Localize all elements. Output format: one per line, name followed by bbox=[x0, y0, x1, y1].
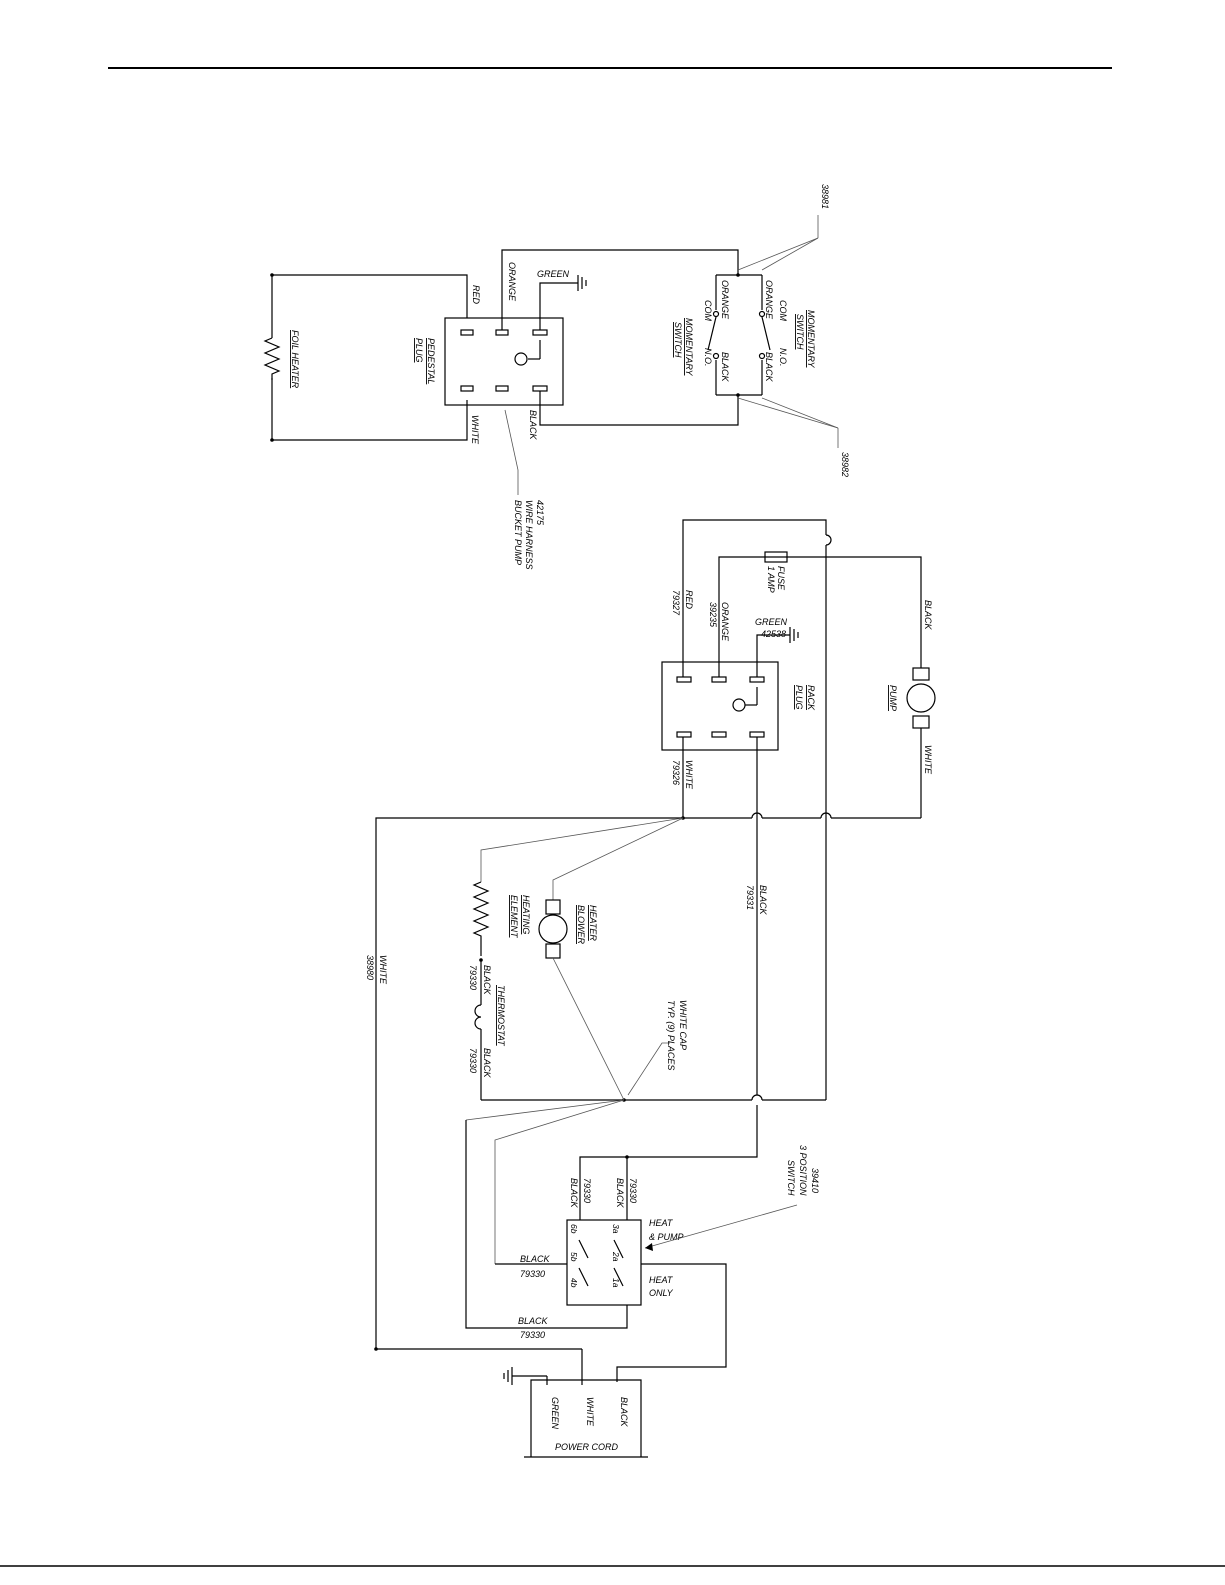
pump-motor-icon bbox=[906, 683, 936, 713]
term-2a: 2a bbox=[611, 1251, 621, 1262]
sw1-com-label: COM bbox=[703, 300, 713, 322]
sw1-title-1: MOMENTARY bbox=[684, 318, 694, 376]
ground-green-label: GREEN bbox=[537, 269, 570, 279]
pedestal-circuit: FOIL HEATER PEDESTAL PLUG RED ORANGE WHI… bbox=[263, 184, 850, 570]
sw-part-bottom-label: 38982 bbox=[840, 452, 850, 477]
wire-black-sw-right: BLACK bbox=[615, 1178, 625, 1209]
term-3a: 3a bbox=[611, 1224, 621, 1234]
harness-label-3: BUCKET PUMP bbox=[513, 500, 523, 565]
wire-red-rack-label: RED bbox=[684, 590, 694, 610]
wire-black-sw-left: BLACK bbox=[569, 1178, 579, 1209]
sw-part-top-label: 38981 bbox=[820, 184, 830, 209]
sw2-orange-label: ORANGE bbox=[764, 280, 774, 320]
cord-black-label: BLACK bbox=[619, 1397, 629, 1428]
sw2-black-label: BLACK bbox=[764, 352, 774, 383]
switch-part-label-3: SWITCH bbox=[786, 1160, 796, 1196]
pedestal-plug-box bbox=[444, 317, 564, 406]
sw1-black-label: BLACK bbox=[720, 352, 730, 383]
thermostat-icon bbox=[474, 1004, 482, 1030]
wire-orange-rack-label: ORANGE bbox=[720, 602, 730, 642]
rack-plug-label-2: PLUG bbox=[794, 685, 804, 710]
w79326-label: 79326 bbox=[671, 760, 681, 785]
rack-plug-box bbox=[661, 661, 779, 751]
rack-plug-key-icon bbox=[732, 698, 746, 712]
pump-label: PUMP bbox=[888, 685, 898, 711]
white-cap-label-1: WHITE CAP bbox=[678, 1000, 688, 1050]
harness-label-1: 42175 bbox=[535, 500, 545, 526]
w79330-sw-5b: 79330 bbox=[520, 1269, 545, 1279]
thermostat-label: THERMOSTAT bbox=[496, 985, 506, 1047]
wire-white-rack-label: WHITE bbox=[684, 760, 694, 790]
w79331-label: 79331 bbox=[745, 885, 755, 910]
sw2-title-1: MOMENTARY bbox=[806, 310, 816, 368]
rack-plug-label-1: RACK bbox=[806, 685, 816, 711]
cord-green-label: GREEN bbox=[550, 1397, 560, 1430]
foil-heater-resistor-icon bbox=[263, 337, 281, 380]
w79327-label: 79327 bbox=[671, 590, 681, 616]
heater-circuit: HEATING ELEMENT 79330 BLACK THERMOSTAT 7… bbox=[465, 810, 827, 1264]
heat-pump-label-1: HEAT bbox=[649, 1218, 674, 1228]
switch-part-label-1: 39410 bbox=[810, 1168, 820, 1193]
w38980-label: 38980 bbox=[365, 955, 375, 980]
w42538-label: 42538 bbox=[761, 629, 786, 639]
switch-part-label-2: 3 POSITION bbox=[798, 1145, 808, 1196]
heat-only-label-2: ONLY bbox=[649, 1288, 674, 1298]
w39235-label: 39235 bbox=[708, 602, 718, 628]
wire-red-label: RED bbox=[471, 285, 481, 305]
sw1-no-label: N.O. bbox=[703, 348, 713, 367]
wire-black-79331-label: BLACK bbox=[758, 885, 768, 916]
wire-black-thermo-top: BLACK bbox=[482, 965, 492, 996]
fuse-label-1: FUSE bbox=[776, 566, 786, 591]
wire-white-bus-label: WHITE bbox=[378, 955, 388, 985]
heating-element-label-1: HEATING bbox=[521, 895, 531, 934]
heat-only-label-1: HEAT bbox=[649, 1275, 674, 1285]
rack-circuit: RACK PLUG 79327 RED FUSE 1 AMP 39235 ORA… bbox=[661, 519, 936, 1095]
ground-green-rack-label: GREEN bbox=[755, 617, 788, 627]
w79330-sw-left: 79330 bbox=[582, 1178, 592, 1203]
white-cap-label-2: TYP. (9) PLACES bbox=[666, 1000, 676, 1070]
wire-white-pump-label: WHITE bbox=[923, 745, 933, 775]
cord-white-label: WHITE bbox=[585, 1397, 595, 1427]
term-1a: 1a bbox=[611, 1278, 621, 1288]
sw2-com-label: COM bbox=[778, 300, 788, 322]
pedestal-plug-label-1: PEDESTAL bbox=[426, 338, 436, 384]
heater-blower-label-2: BLOWER bbox=[576, 905, 586, 945]
pedestal-plug-label-2: PLUG bbox=[414, 338, 424, 363]
harness-label-2: WIRE HARNESS bbox=[524, 500, 534, 570]
pedestal-plug-key-icon bbox=[514, 352, 528, 366]
w79330-sw-right: 79330 bbox=[628, 1178, 638, 1203]
three-position-switch: 6b 5b 4b 3a 2a 1a 79330 BLACK 79330 BLAC… bbox=[465, 1105, 820, 1382]
w79330-sw-bottom: 79330 bbox=[520, 1330, 545, 1340]
sw1-title-2: SWITCH bbox=[673, 322, 683, 358]
wire-black-pump-label: BLACK bbox=[923, 600, 933, 631]
heater-blower-motor-icon bbox=[538, 914, 568, 944]
w79330-thermo-top: 79330 bbox=[468, 965, 478, 990]
sw2-title-2: SWITCH bbox=[795, 314, 805, 350]
wire-white-label: WHITE bbox=[470, 415, 480, 445]
heating-element-label-2: ELEMENT bbox=[509, 895, 519, 939]
wire-black-label: BLACK bbox=[528, 410, 538, 441]
sw1-orange-label: ORANGE bbox=[720, 280, 730, 320]
wire-orange-label: ORANGE bbox=[507, 262, 517, 302]
wire-black-sw-5b: BLACK bbox=[520, 1254, 551, 1264]
heater-blower-label-1: HEATER bbox=[588, 905, 598, 941]
w79330-thermo-bottom: 79330 bbox=[468, 1048, 478, 1073]
sw2-no-label: N.O. bbox=[778, 348, 788, 367]
wire-black-sw-bottom: BLACK bbox=[518, 1316, 549, 1326]
term-5b: 5b bbox=[569, 1252, 579, 1262]
power-cord: GREEN WHITE BLACK POWER CORD bbox=[376, 1348, 648, 1458]
fuse-label-2: 1 AMP bbox=[766, 566, 776, 593]
wire-black-thermo-bottom: BLACK bbox=[482, 1048, 492, 1079]
term-6b: 6b bbox=[569, 1224, 579, 1234]
foil-heater-label: FOIL HEATER bbox=[290, 330, 300, 389]
white-bus: 38980 WHITE bbox=[365, 812, 921, 1351]
heating-element-resistor-icon bbox=[472, 881, 490, 956]
switch-box bbox=[566, 1219, 642, 1306]
heat-pump-label-2: & PUMP bbox=[649, 1232, 684, 1242]
term-4b: 4b bbox=[569, 1278, 579, 1288]
power-cord-label: POWER CORD bbox=[555, 1442, 619, 1452]
